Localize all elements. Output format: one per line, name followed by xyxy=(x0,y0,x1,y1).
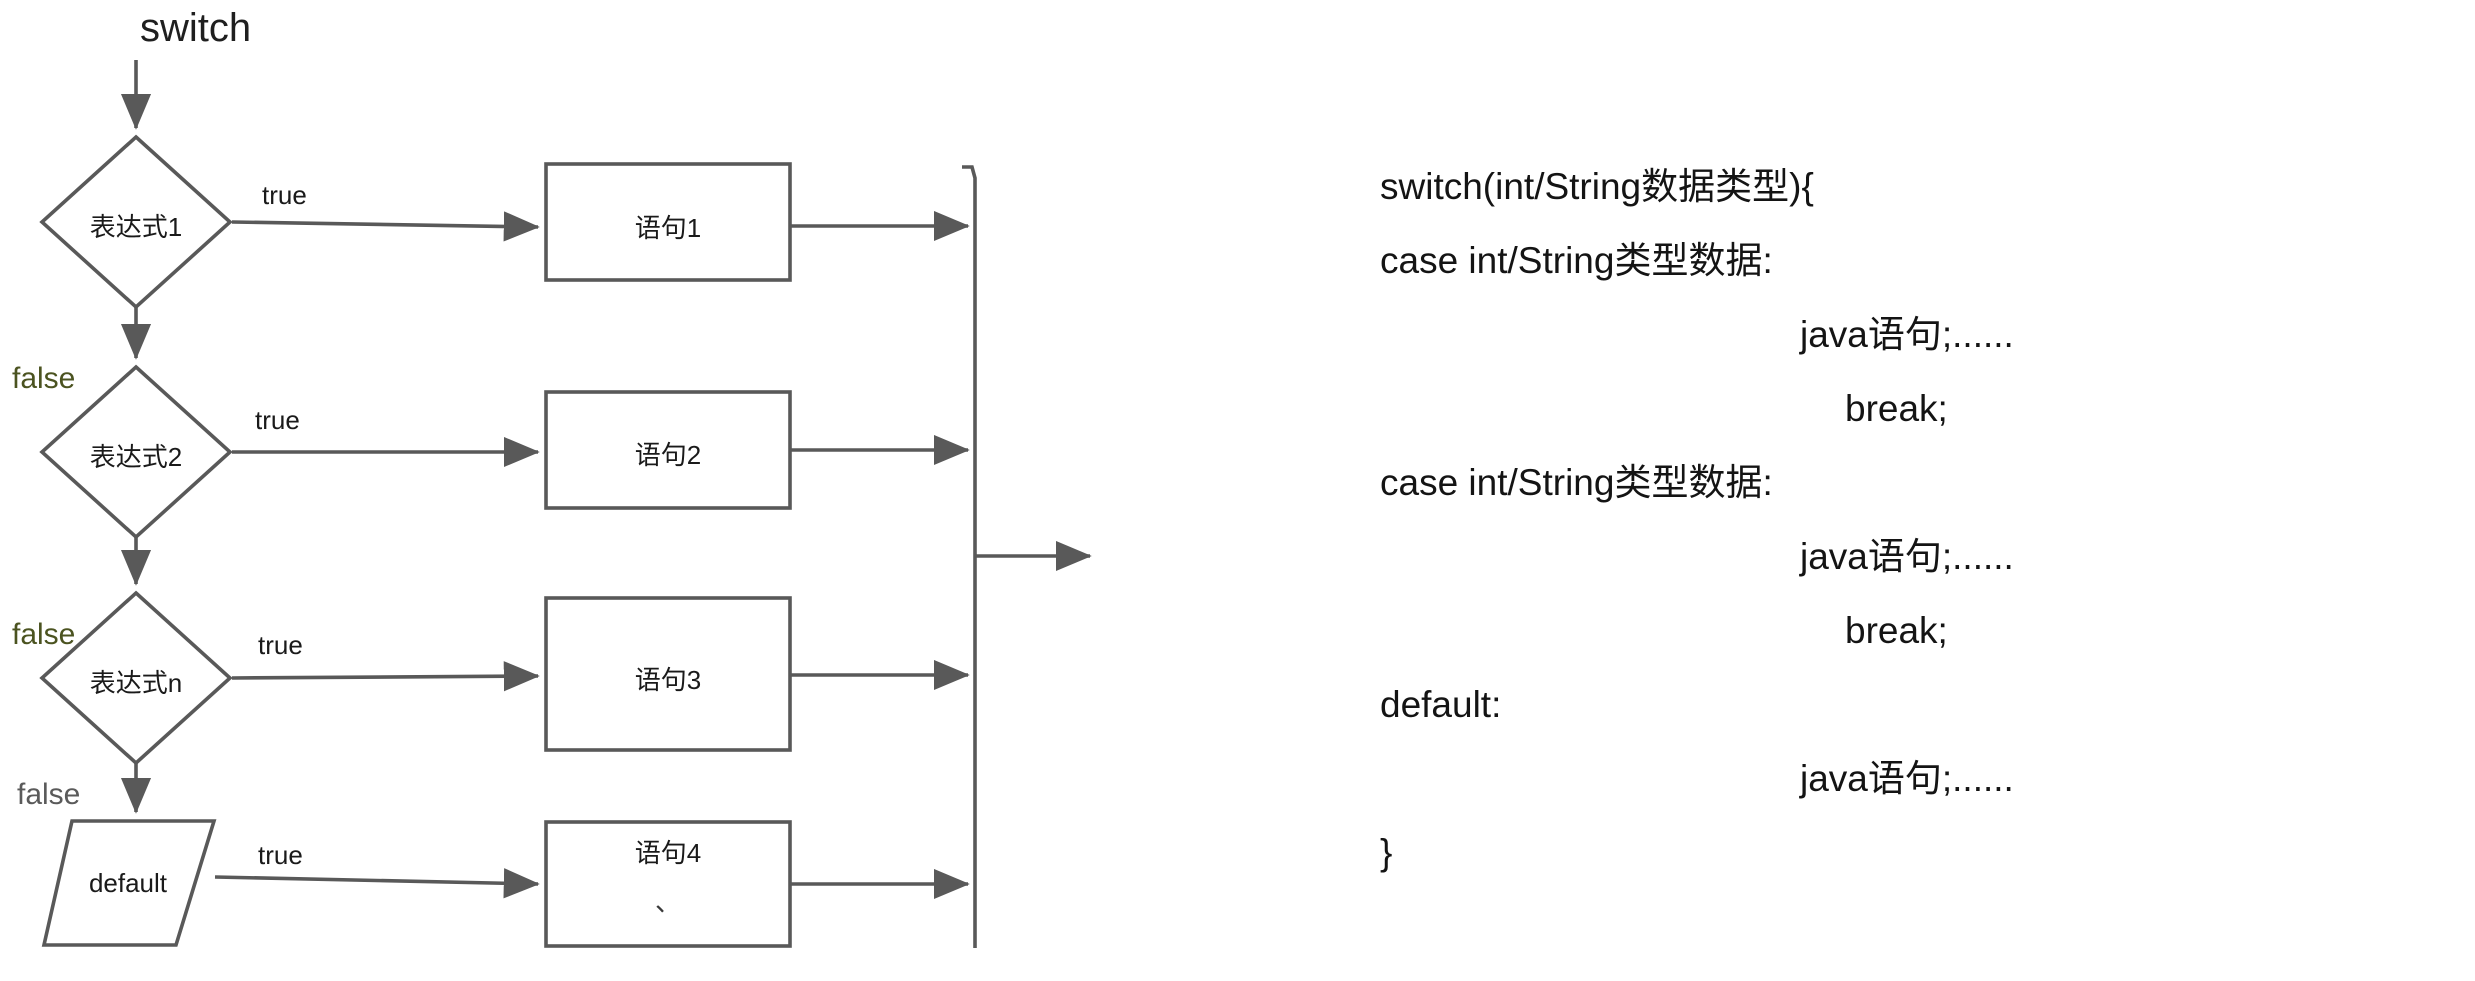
false-label-1: false xyxy=(12,362,76,395)
collector-bracket xyxy=(962,165,977,948)
statement-box-1 xyxy=(544,162,792,282)
decision-text-1: 表达式1 xyxy=(89,212,183,242)
switch-title-label: switch xyxy=(140,6,252,50)
code-line: break; xyxy=(1845,388,1948,429)
code-line: default: xyxy=(1380,684,1502,725)
true-label-3: true xyxy=(258,630,303,660)
true-arrow-1 xyxy=(231,211,540,242)
true-label-2: true xyxy=(255,405,300,435)
code-line: break; xyxy=(1845,610,1948,651)
statement-text-2: 语句2 xyxy=(634,440,702,470)
code-line: switch(int/String数据类型){ xyxy=(1380,166,1814,207)
decision-text-3: 表达式n xyxy=(89,668,183,698)
code-line: java语句;...... xyxy=(1800,758,2014,799)
flowchart-graphics xyxy=(39,60,1092,948)
statement-text-4: 语句4 xyxy=(634,838,702,868)
code-line: } xyxy=(1380,832,1393,873)
statement-text-3: 语句3 xyxy=(634,665,702,695)
true-label-4: true xyxy=(258,840,303,870)
statement-text-1: 语句1 xyxy=(634,213,702,243)
code-line: java语句;...... xyxy=(1800,314,2014,355)
code-snippet-block: switch(int/String数据类型){ case int/String类型… xyxy=(1380,150,2440,890)
true-arrow-4 xyxy=(214,868,540,899)
false-label-3: false xyxy=(17,778,81,811)
default-node-text: default xyxy=(88,868,168,898)
code-line: java语句;...... xyxy=(1800,536,2014,577)
default-parallelogram xyxy=(41,819,217,947)
decision-text-2: 表达式2 xyxy=(89,442,183,472)
stray-tick-mark: 、 xyxy=(654,887,681,917)
code-line: case int/String类型数据: xyxy=(1380,462,1773,503)
false-label-2: false xyxy=(12,618,76,651)
true-label-1: true xyxy=(262,180,307,210)
true-arrow-3 xyxy=(231,661,540,692)
code-line: case int/String类型数据: xyxy=(1380,240,1773,281)
